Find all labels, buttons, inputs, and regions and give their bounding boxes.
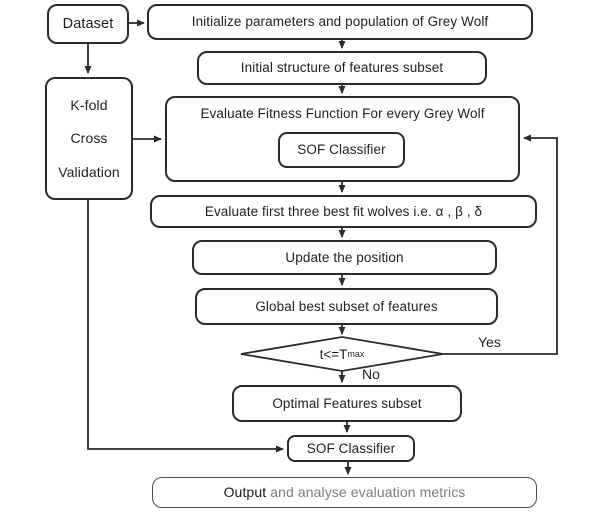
edge-label-yes: Yes	[478, 334, 501, 350]
node-output-metrics: Output and analyse evaluation metrics	[152, 477, 537, 508]
node-optimal-features-label: Optimal Features subset	[272, 395, 422, 411]
node-kfold-cross-validation: K-fold Cross Validation	[45, 77, 133, 200]
node-update-position-label: Update the position	[285, 249, 404, 265]
node-sof-classifier-inner: SOF Classifier	[278, 132, 405, 168]
decision-condition-subscript: max	[347, 349, 365, 359]
edge-label-no: No	[362, 366, 380, 382]
node-initial-structure: Initial structure of features subset	[197, 51, 487, 85]
node-evaluate-best-wolves: Evaluate first three best fit wolves i.e…	[150, 195, 537, 228]
decision-condition-base: t<=T	[319, 346, 348, 362]
node-optimal-features: Optimal Features subset	[232, 385, 462, 422]
node-sof-classifier-bottom-label: SOF Classifier	[306, 440, 396, 456]
node-initialize-parameters-label: Initialize parameters and population of …	[191, 14, 489, 30]
node-sof-classifier-bottom: SOF Classifier	[287, 435, 415, 462]
node-initialize-parameters: Initialize parameters and population of …	[147, 4, 533, 40]
node-global-best-subset: Global best subset of features	[195, 288, 498, 325]
node-update-position: Update the position	[192, 240, 497, 275]
node-sof-classifier-inner-label: SOF Classifier	[297, 142, 386, 158]
node-global-best-subset-label: Global best subset of features	[255, 298, 438, 314]
node-evaluate-best-wolves-label: Evaluate first three best fit wolves i.e…	[204, 203, 483, 219]
node-dataset-label: Dataset	[62, 15, 114, 32]
kfold-line-3: Validation	[58, 164, 120, 181]
node-output-rest: and analyse evaluation metrics	[266, 484, 466, 501]
kfold-line-1: K-fold	[70, 96, 108, 113]
node-dataset: Dataset	[47, 4, 129, 44]
node-output-strong: Output	[223, 484, 267, 501]
node-evaluate-fitness-label: Evaluate Fitness Function For every Grey…	[200, 106, 485, 121]
node-initial-structure-label: Initial structure of features subset	[240, 60, 444, 76]
kfold-line-2: Cross	[70, 130, 108, 147]
